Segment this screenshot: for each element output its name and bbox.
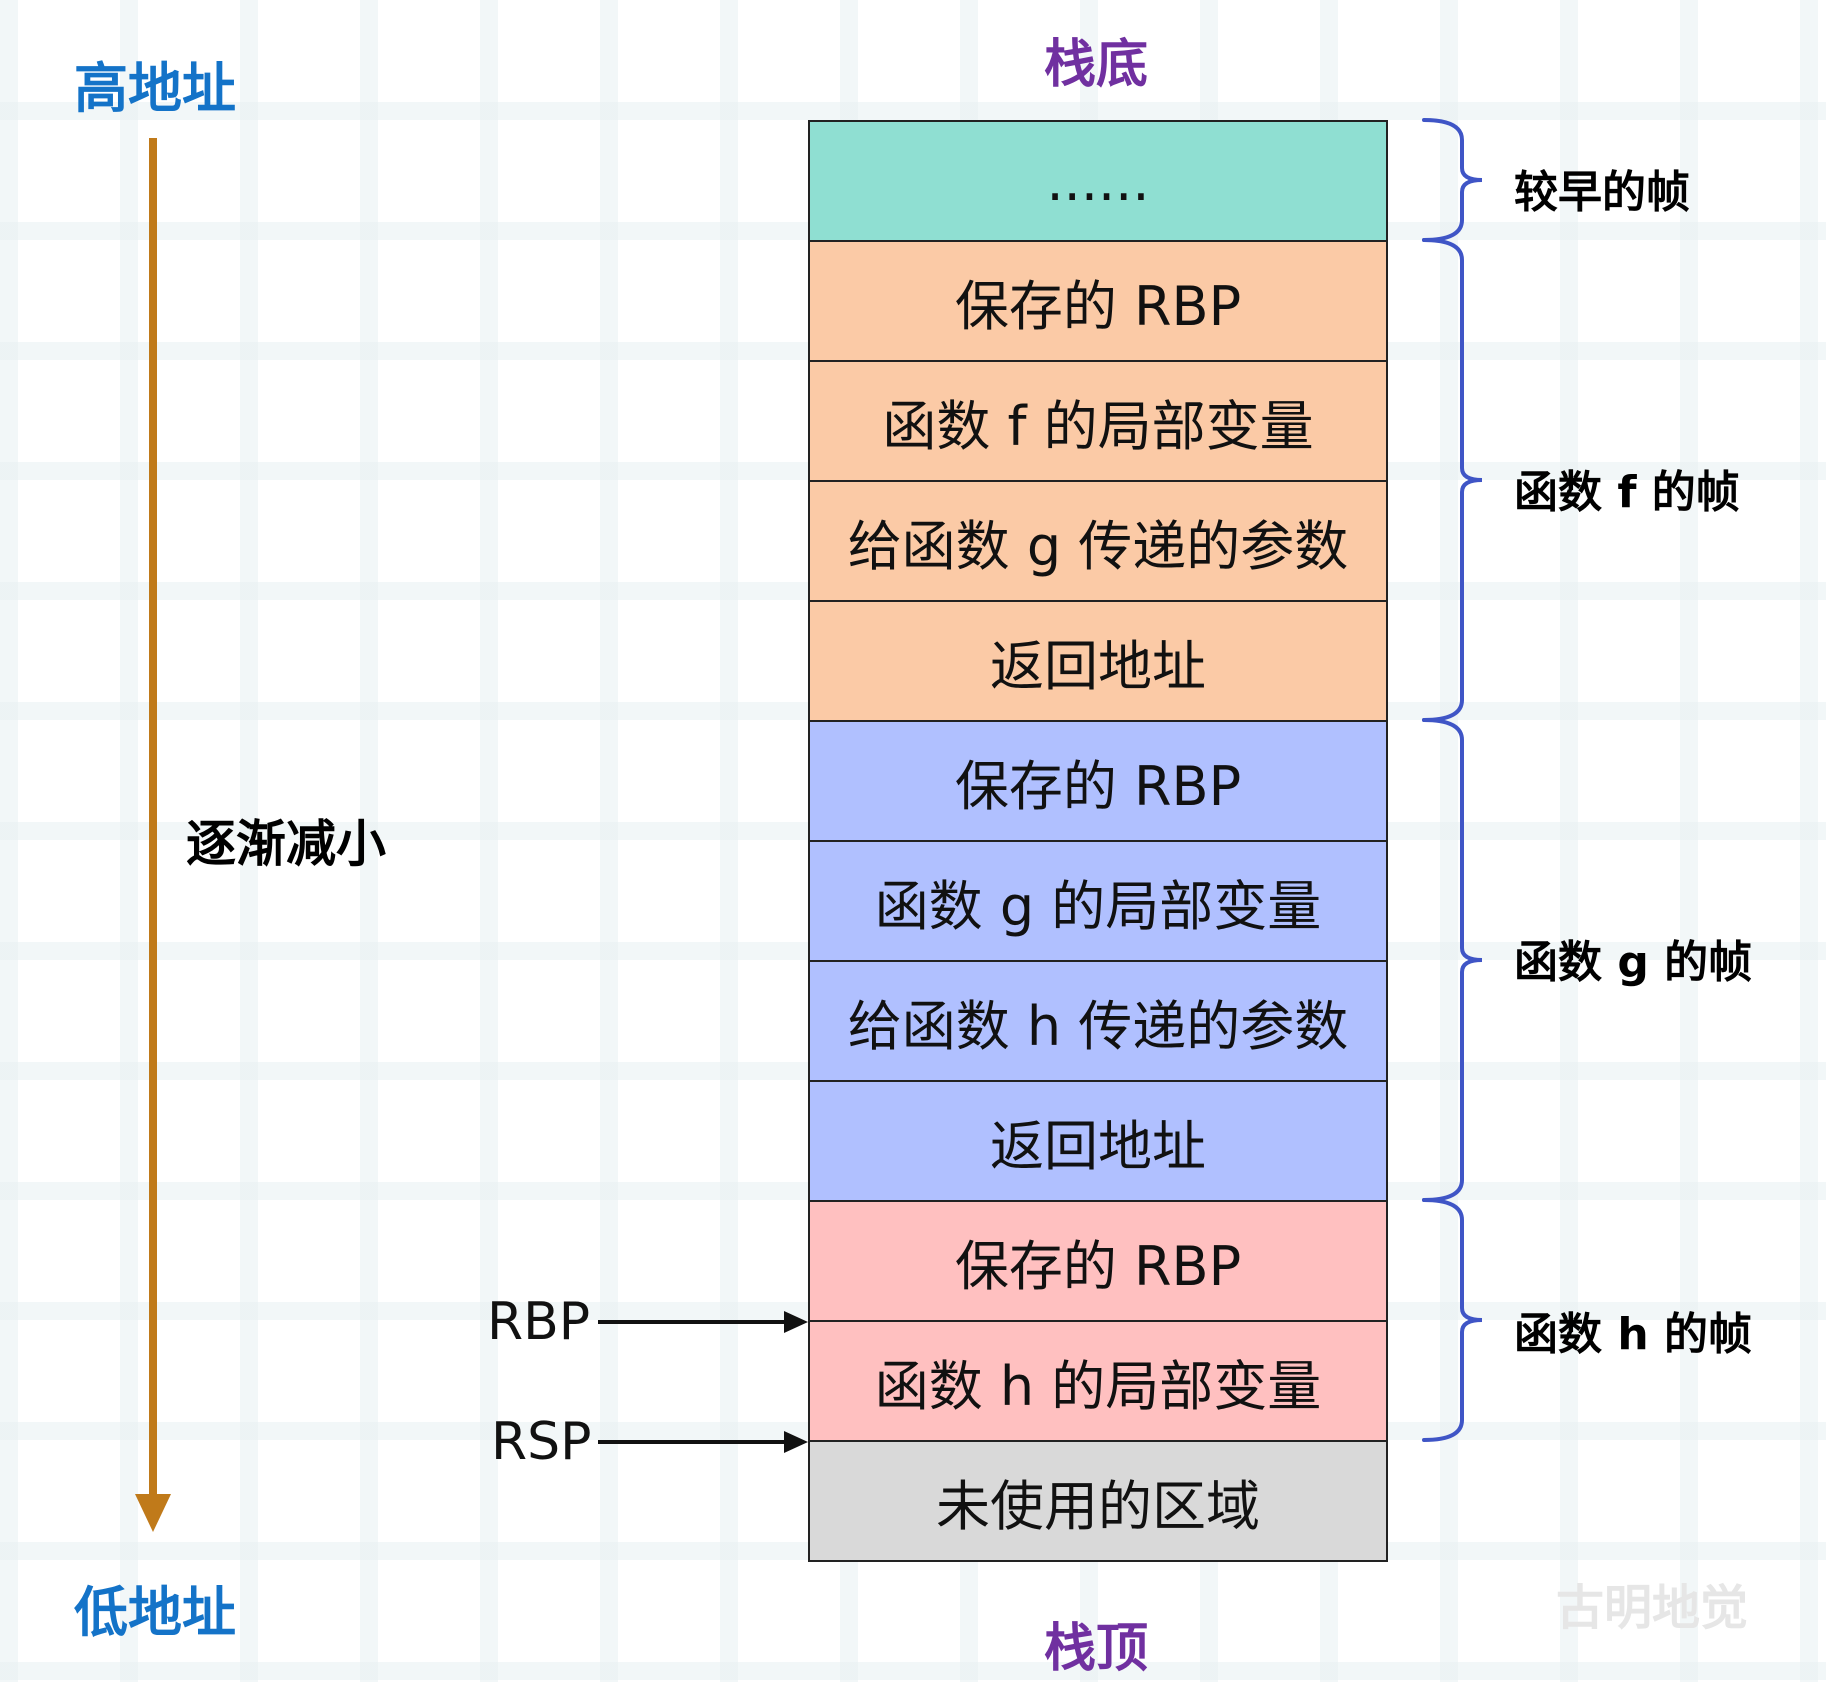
frame-h-label: 函数 h 的帧 xyxy=(1514,1309,1752,1360)
arrow-head xyxy=(135,1494,171,1532)
stack-cell-f-return-address: 返回地址 xyxy=(810,600,1386,720)
cell-label: 函数 h 的局部变量 xyxy=(874,1354,1322,1418)
stack-cell-unused: 未使用的区域 xyxy=(810,1440,1386,1560)
stack-cell-f-args-to-g: 给函数 g 传递的参数 xyxy=(810,480,1386,600)
rsp-pointer-arrow xyxy=(598,1431,808,1453)
brace-frame-g xyxy=(1422,718,1483,1202)
stack-cell-earlier: ...... xyxy=(810,122,1386,240)
brace-frame-f xyxy=(1422,238,1483,722)
cell-label: ...... xyxy=(1046,149,1150,213)
high-address-label: 高地址 xyxy=(74,57,236,120)
frame-f-label: 函数 f 的帧 xyxy=(1514,467,1740,518)
brace-frame-h xyxy=(1422,1198,1483,1442)
cell-label: 返回地址 xyxy=(990,1114,1206,1178)
frame-earlier-label: 较早的帧 xyxy=(1514,167,1690,218)
stack-column: ...... 保存的 RBP 函数 f 的局部变量 给函数 g 传递的参数 返回… xyxy=(808,120,1388,1562)
stack-bottom-label: 栈底 xyxy=(1043,35,1148,95)
stack-cell-g-locals: 函数 g 的局部变量 xyxy=(810,840,1386,960)
cell-label: 保存的 RBP xyxy=(954,274,1242,338)
cell-label: 函数 g 的局部变量 xyxy=(874,874,1322,938)
stack-cell-h-saved-rbp: 保存的 RBP xyxy=(810,1200,1386,1320)
brace-earlier xyxy=(1422,118,1483,242)
cell-label: 保存的 RBP xyxy=(954,754,1242,818)
decreasing-label: 逐渐减小 xyxy=(186,815,386,873)
cell-label: 返回地址 xyxy=(990,634,1206,698)
cell-label: 函数 f 的局部变量 xyxy=(882,394,1314,458)
rbp-pointer-arrow xyxy=(598,1311,808,1333)
stack-cell-h-locals: 函数 h 的局部变量 xyxy=(810,1320,1386,1440)
cell-label: 给函数 g 传递的参数 xyxy=(847,514,1349,578)
address-direction-arrow xyxy=(135,138,171,1532)
stack-cell-f-saved-rbp: 保存的 RBP xyxy=(810,240,1386,360)
rsp-arrow-head xyxy=(784,1431,808,1453)
stack-cell-f-locals: 函数 f 的局部变量 xyxy=(810,360,1386,480)
cell-label: 未使用的区域 xyxy=(936,1474,1260,1538)
watermark: 古明地觉 xyxy=(1556,1580,1749,1636)
stack-top-label: 栈顶 xyxy=(1043,1619,1148,1679)
stack-cell-g-args-to-h: 给函数 h 传递的参数 xyxy=(810,960,1386,1080)
rbp-arrow-head xyxy=(784,1311,808,1333)
cell-label: 保存的 RBP xyxy=(954,1234,1242,1298)
frame-g-label: 函数 g 的帧 xyxy=(1514,937,1753,988)
rsp-label: RSP xyxy=(491,1412,592,1472)
stack-cell-g-return-address: 返回地址 xyxy=(810,1080,1386,1200)
cell-label: 给函数 h 传递的参数 xyxy=(847,994,1349,1058)
frame-braces xyxy=(1422,118,1483,1442)
stack-cell-g-saved-rbp: 保存的 RBP xyxy=(810,720,1386,840)
rbp-label: RBP xyxy=(487,1292,591,1352)
low-address-label: 低地址 xyxy=(74,1581,236,1644)
